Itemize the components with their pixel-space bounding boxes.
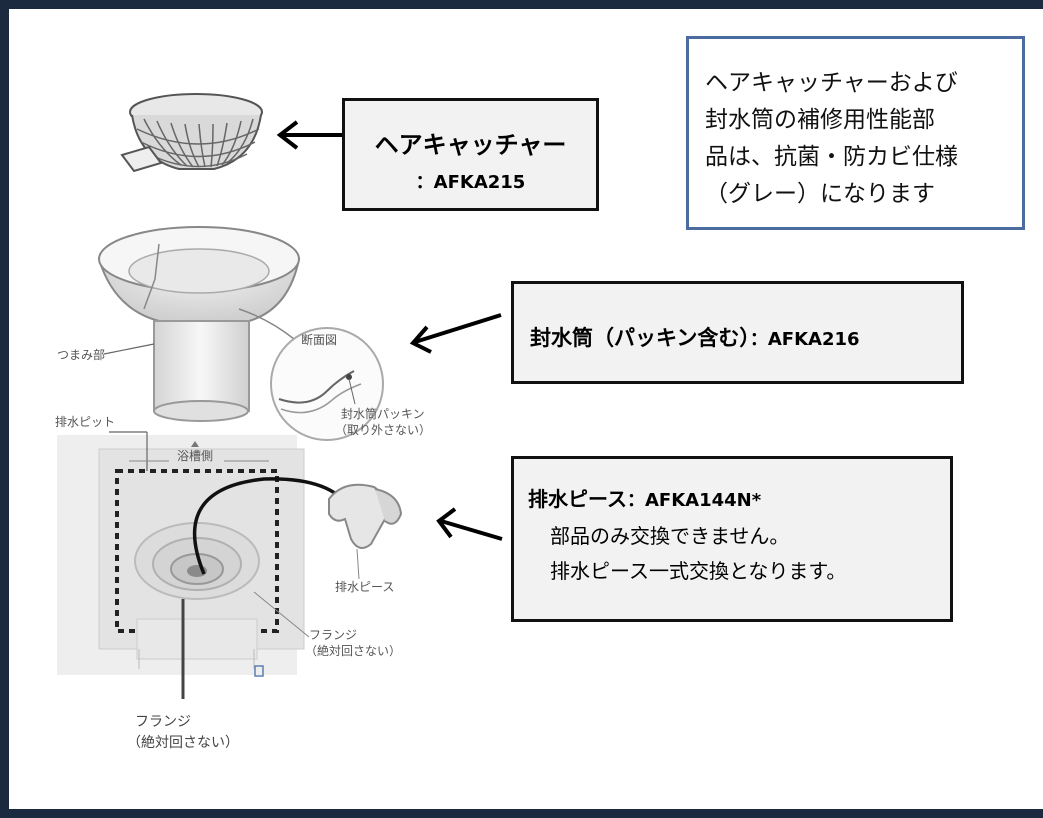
section-view-label: 断面図 bbox=[301, 332, 337, 347]
arrow-sealing-cylinder bbox=[409, 313, 502, 354]
drain-piece-diagram-label: 排水ピース bbox=[335, 580, 394, 594]
packing-label-line1: 封水筒パッキン bbox=[341, 406, 425, 421]
flange-inner-label-1: フランジ bbox=[309, 628, 357, 642]
tub-side-label: 浴槽側 bbox=[177, 449, 213, 463]
drain-pit-label: 排水ピット bbox=[55, 415, 115, 429]
hair-catcher-code: ：AFKA215 bbox=[415, 172, 526, 193]
drain-piece-label-box: 排水ピース：AFKA144N* 部品のみ交換できません。 排水ピース一式交換とな… bbox=[511, 456, 953, 622]
sealing-cylinder-label-box: 封水筒（パッキン含む）：AFKA216 bbox=[511, 281, 964, 384]
drain-pit-illustration: 排水ピット 浴槽側 排水ピース フランジ （絶対回さない） bbox=[55, 415, 403, 699]
packing-label-line2: （取り外さない） bbox=[335, 423, 431, 437]
drain-piece-name: 排水ピース bbox=[528, 487, 627, 511]
knob-label: つまみ部 bbox=[57, 347, 105, 362]
flange-bottom-label-2: （絶対回さない） bbox=[127, 735, 239, 751]
flange-inner-label-2: （絶対回さない） bbox=[305, 643, 401, 658]
note-line-4: （グレー）になります bbox=[705, 181, 935, 207]
figure-canvas: つまみ部 断面図 封水筒パッキン （取り外さない） bbox=[9, 9, 1043, 809]
hair-catcher-name: ヘアキャッチャー bbox=[374, 131, 567, 159]
drain-piece-code: ：AFKA144N* bbox=[627, 490, 762, 511]
parts-diagram: つまみ部 断面図 封水筒パッキン （取り外さない） bbox=[55, 93, 503, 751]
drain-piece-note-2: 排水ピース一式交換となります。 bbox=[550, 559, 847, 583]
sealing-cylinder-code: ：AFKA216 bbox=[749, 329, 860, 350]
section-view-illustration: 断面図 封水筒パッキン （取り外さない） bbox=[270, 327, 431, 441]
sealing-cylinder-name: 封水筒（パッキン含む） bbox=[530, 326, 750, 350]
sealing-cylinder-illustration: つまみ部 bbox=[57, 226, 301, 422]
note-line-3: 品は、抗菌・防カビ仕様 bbox=[705, 144, 958, 170]
note-box: ヘアキャッチャーおよび 封水筒の補修用性能部 品は、抗菌・防カビ仕様 （グレー）… bbox=[686, 36, 1025, 230]
drain-piece-note-1: 部品のみ交換できません。 bbox=[550, 524, 790, 548]
note-line-1: ヘアキャッチャーおよび bbox=[705, 70, 958, 96]
hair-catcher-illustration bbox=[120, 93, 263, 173]
hair-catcher-label-box: ヘアキャッチャー ：AFKA215 bbox=[342, 98, 599, 211]
arrow-drain-piece bbox=[436, 507, 503, 541]
arrow-hair-catcher bbox=[276, 120, 342, 150]
note-line-2: 封水筒の補修用性能部 bbox=[705, 107, 935, 133]
flange-bottom-label-1: フランジ bbox=[135, 714, 191, 730]
